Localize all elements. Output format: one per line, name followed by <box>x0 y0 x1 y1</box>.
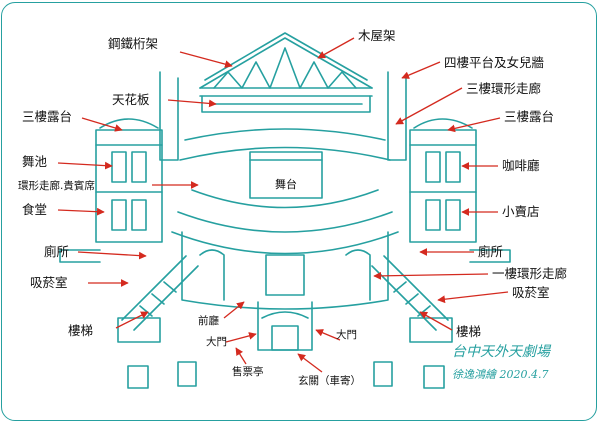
signature-author-date: 徐逸鴻繪 2020.4.7 <box>452 368 548 381</box>
label-porch: 玄關（車寄） <box>298 374 361 387</box>
arrow-toilet-left <box>77 251 147 260</box>
label-steel-truss: 鋼鐵桁架 <box>108 36 158 51</box>
arrow-dance-floor <box>57 161 113 170</box>
signature-block: 台中天外天劇場 徐逸鴻繪 2020.4.7 <box>452 344 552 381</box>
arrow-ticket-booth <box>235 347 247 365</box>
label-gate-left: 大門 <box>206 335 227 348</box>
arrow-timber-roof <box>317 37 355 59</box>
callout-arrows <box>57 37 509 373</box>
arrow-third-floor-corridor <box>395 87 463 125</box>
label-stairs-right: 樓梯 <box>456 324 481 339</box>
label-ceiling-board: 天花板 <box>112 92 150 107</box>
label-smoking-right: 吸菸室 <box>512 285 550 300</box>
label-front-hall: 前廳 <box>198 314 219 327</box>
arrow-terrace-left <box>81 117 123 132</box>
arrow-gate-right <box>315 329 341 341</box>
label-kiosk: 小賣店 <box>502 204 540 219</box>
arrow-dining-hall <box>57 207 105 216</box>
label-ring-corridor-vip: 環形走廊.貴賓席 <box>18 179 95 192</box>
label-stairs-left: 樓梯 <box>68 323 93 338</box>
signature-title: 台中天外天劇場 <box>452 344 552 360</box>
arrow-fourth-floor-parapet <box>401 61 441 79</box>
arrow-steel-truss <box>179 51 233 68</box>
label-toilet-right: 廁所 <box>478 244 503 259</box>
label-smoking-left: 吸菸室 <box>30 275 68 290</box>
arrow-stairs-right <box>419 311 453 331</box>
label-third-floor-corridor: 三樓環形走廊 <box>466 81 541 96</box>
arrow-front-hall <box>223 301 245 319</box>
label-dance-floor: 舞池 <box>22 154 48 169</box>
arrow-smoking-right <box>437 291 509 304</box>
arrow-porch <box>297 353 323 373</box>
arrow-terrace-right <box>447 117 501 133</box>
arrow-gate-left <box>225 332 257 343</box>
label-dining-hall: 食堂 <box>22 202 47 217</box>
label-terrace-left: 三樓露台 <box>22 109 72 124</box>
label-gate-right: 大門 <box>336 328 357 341</box>
label-timber-roof: 木屋架 <box>358 28 396 43</box>
arrow-first-floor-corridor <box>373 271 489 280</box>
arrow-ceiling-board <box>167 99 217 108</box>
labels: 鋼鐵桁架 木屋架 四樓平台及女兒牆 天花板 三樓環形走廊 三樓露台 三樓露台 舞… <box>18 28 567 387</box>
label-stage: 舞台 <box>275 177 297 191</box>
label-cafe: 咖啡廳 <box>502 158 540 173</box>
frame-border <box>1 2 597 421</box>
label-first-floor-corridor: 一樓環形走廊 <box>492 266 567 281</box>
label-ticket-booth: 售票亭 <box>232 365 264 378</box>
building-illustration <box>59 32 511 389</box>
arrow-stairs-left <box>115 311 149 329</box>
label-fourth-floor-parapet: 四樓平台及女兒牆 <box>444 55 544 70</box>
label-terrace-right: 三樓露台 <box>504 109 554 124</box>
label-toilet-left: 廁所 <box>44 244 69 259</box>
